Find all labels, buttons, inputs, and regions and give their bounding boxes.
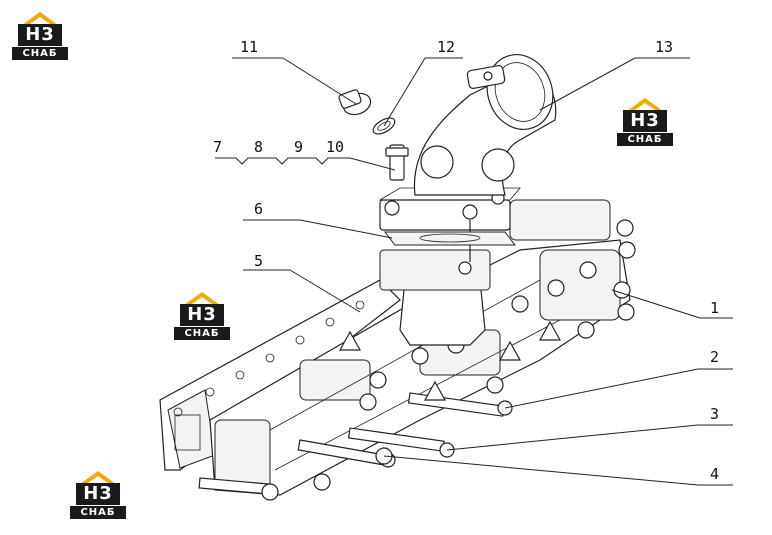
watermark-logo: H3 СНАБ — [70, 469, 126, 519]
logo-mark: H3 — [623, 110, 667, 132]
logo-brand: СНАБ — [70, 506, 126, 519]
logo-brand: СНАБ — [174, 327, 230, 340]
callout-9: 9 — [294, 138, 303, 156]
callout-8: 8 — [254, 138, 263, 156]
callout-7: 7 — [213, 138, 222, 156]
logo-brand: СНАБ — [617, 133, 673, 146]
watermark-logo: H3 СНАБ — [174, 290, 230, 340]
logo-mark: H3 — [18, 24, 62, 46]
leader-lines — [215, 57, 733, 486]
callout-4: 4 — [710, 465, 719, 483]
small-parts — [338, 89, 409, 181]
logo-mark: H3 — [180, 304, 224, 326]
callout-5: 5 — [254, 252, 263, 270]
callout-12: 12 — [437, 38, 455, 56]
callout-1: 1 — [710, 299, 719, 317]
callout-13: 13 — [655, 38, 673, 56]
callout-10: 10 — [326, 138, 344, 156]
logo-mark: H3 — [76, 483, 120, 505]
turbo-adapter — [378, 187, 521, 346]
watermark-logo: H3 СНАБ — [12, 10, 68, 60]
watermark-logo: H3 СНАБ — [617, 96, 673, 146]
callout-6: 6 — [254, 200, 263, 218]
manifold-clamps — [338, 320, 562, 401]
gasket — [383, 231, 517, 246]
logo-brand: СНАБ — [12, 47, 68, 60]
elbow-pipe — [413, 54, 557, 196]
callout-numbers: 11 12 13 7 8 9 10 6 5 1 2 3 4 — [213, 38, 719, 483]
callout-11: 11 — [240, 38, 258, 56]
callout-3: 3 — [710, 405, 719, 423]
callout-2: 2 — [710, 348, 719, 366]
